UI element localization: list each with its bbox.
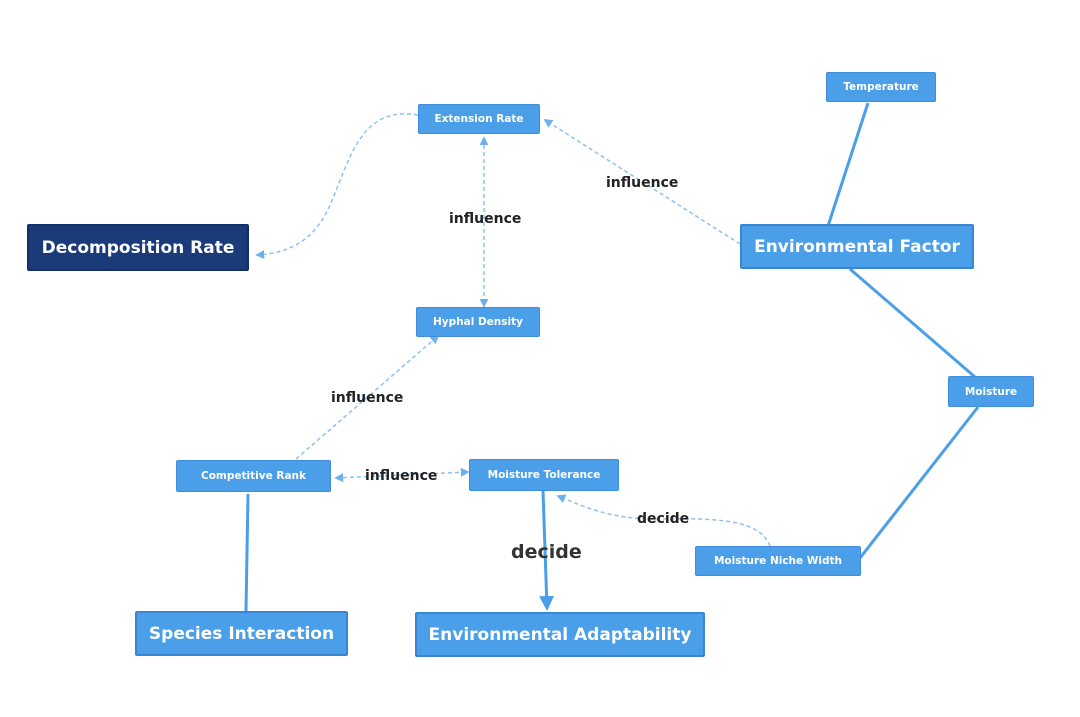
dash-envfactor-extension — [543, 119, 741, 245]
node-competitive-rank[interactable]: Competitive Rank — [176, 460, 331, 492]
line-competitive-species — [244, 493, 250, 612]
edge-label-envfactor-extension: influence — [606, 175, 679, 191]
node-moisture[interactable]: Moisture — [948, 376, 1034, 407]
edge-label-extension-hyphal: influence — [449, 211, 522, 227]
line-moisture-niche — [858, 406, 980, 559]
line-envfactor-moisture — [849, 267, 976, 379]
dash-competitive-hyphal — [295, 334, 440, 460]
node-decomposition-rate[interactable]: Decomposition Rate — [27, 224, 249, 271]
dash-niche-tolerance — [556, 494, 771, 547]
dash-competitive-tolerance — [334, 467, 470, 483]
edge-label-competitive-tolerance: influence — [365, 468, 438, 484]
node-moisture-niche-width[interactable]: Moisture Niche Width — [695, 546, 861, 576]
node-environmental-factor[interactable]: Environmental Factor — [740, 224, 974, 269]
node-hyphal-density[interactable]: Hyphal Density — [416, 307, 540, 337]
edge-label-competitive-hyphal: influence — [331, 390, 404, 406]
node-species-interaction[interactable]: Species Interaction — [135, 611, 348, 656]
edge-label-tolerance-adaptability: decide — [511, 541, 582, 563]
dash-extension-decomposition — [255, 113, 419, 260]
line-temperature-envfactor — [826, 102, 870, 227]
arrow-tolerance-adaptability — [539, 490, 555, 611]
edge-label-niche-tolerance: decide — [637, 511, 690, 527]
node-temperature[interactable]: Temperature — [826, 72, 936, 102]
node-moisture-tolerance[interactable]: Moisture Tolerance — [469, 459, 619, 491]
node-environmental-adaptability[interactable]: Environmental Adaptability — [415, 612, 705, 657]
node-extension-rate[interactable]: Extension Rate — [418, 104, 540, 134]
